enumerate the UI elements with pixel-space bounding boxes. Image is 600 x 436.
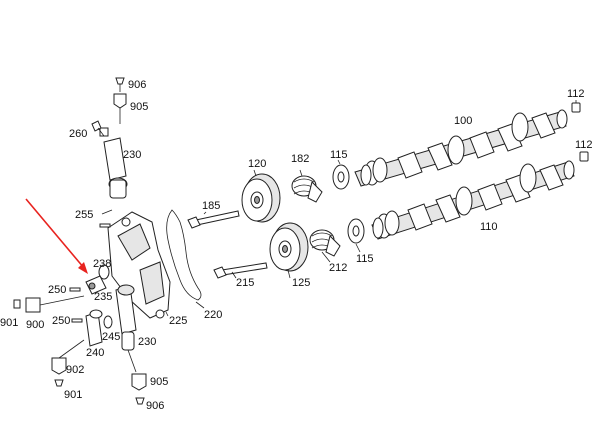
seal-245 <box>103 315 113 329</box>
label-900: 900 <box>26 319 44 331</box>
label-115: 115 <box>356 253 374 265</box>
screw-255 <box>99 223 111 228</box>
label-901: 901 <box>0 317 18 329</box>
pin-906-lower <box>135 397 145 405</box>
label-115: 115 <box>330 149 348 161</box>
washer-115-upper <box>332 164 350 190</box>
washer-115-lower <box>347 218 365 244</box>
label-906: 906 <box>128 79 146 91</box>
label-240: 240 <box>86 347 104 359</box>
label-230: 230 <box>138 336 156 348</box>
sensor-235 <box>85 275 107 295</box>
label-100: 100 <box>454 115 472 127</box>
label-225: 225 <box>169 315 187 327</box>
pin-901-left <box>13 299 21 309</box>
gasket-220 <box>166 209 202 301</box>
label-182: 182 <box>291 153 309 165</box>
connector-902 <box>51 339 85 375</box>
label-902: 902 <box>66 364 84 376</box>
label-112: 112 <box>567 88 585 100</box>
screw-250-lower <box>71 318 83 323</box>
connector-905-upper <box>113 93 127 124</box>
label-238: 238 <box>93 258 111 270</box>
connector-905-lower <box>131 373 147 391</box>
label-110: 110 <box>480 221 498 233</box>
label-250: 250 <box>52 315 70 327</box>
camshaft-100 <box>354 109 568 187</box>
pin-906-upper <box>115 77 125 92</box>
label-112: 112 <box>575 139 593 151</box>
plug-112-lower <box>579 151 589 162</box>
label-125: 125 <box>292 277 310 289</box>
label-120: 120 <box>248 158 266 170</box>
label-215: 215 <box>236 277 254 289</box>
label-250: 250 <box>48 284 66 296</box>
camshaft-110 <box>371 160 575 240</box>
label-230: 230 <box>123 149 141 161</box>
bolt-260 <box>91 120 105 137</box>
label-255: 255 <box>75 209 93 221</box>
callout-labels: 906 905 260 230 255 185 120 182 115 100 … <box>0 79 593 412</box>
label-235: 235 <box>94 291 112 303</box>
spring-212 <box>309 229 341 257</box>
leader-lines <box>101 159 361 317</box>
pin-901-bottom <box>54 379 64 387</box>
sprocket-125 <box>269 222 309 272</box>
camshaft-solenoid-230-upper <box>99 127 128 199</box>
label-905: 905 <box>130 101 148 113</box>
label-260: 260 <box>69 128 87 140</box>
label-220: 220 <box>204 309 222 321</box>
plug-112-upper <box>571 100 581 113</box>
spring-182 <box>291 175 323 203</box>
label-185: 185 <box>202 200 220 212</box>
sensor-240 <box>85 309 103 347</box>
highlight-arrow <box>25 198 88 274</box>
bolt-185 <box>187 210 240 229</box>
timing-case-housing <box>107 211 171 319</box>
seal-238 <box>98 264 110 280</box>
label-906: 906 <box>146 400 164 412</box>
label-905: 905 <box>150 376 168 388</box>
sprocket-120 <box>241 173 281 223</box>
screw-250-upper <box>69 287 81 292</box>
label-245: 245 <box>102 331 120 343</box>
label-212: 212 <box>329 262 347 274</box>
connector-900 <box>25 295 85 313</box>
bolt-215 <box>213 262 268 279</box>
label-901: 901 <box>64 389 82 401</box>
camshaft-solenoid-230-lower <box>115 284 137 373</box>
